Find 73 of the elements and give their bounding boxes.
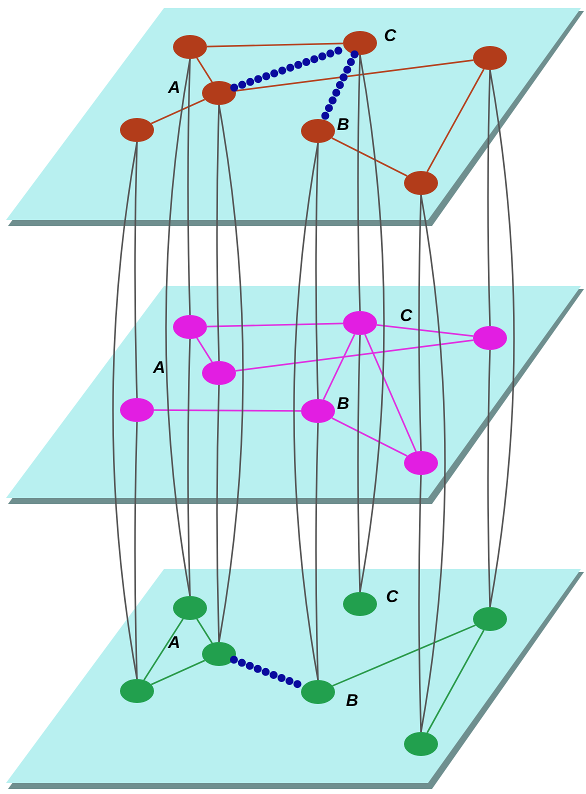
network-node xyxy=(301,399,335,423)
connector-line xyxy=(418,474,422,732)
network-node xyxy=(202,642,236,666)
connector-line xyxy=(426,68,485,172)
connector-line xyxy=(187,338,191,596)
network-node xyxy=(173,35,207,59)
network-node xyxy=(343,592,377,616)
node-label: B xyxy=(337,116,350,133)
connector-line xyxy=(322,334,356,400)
network-node xyxy=(404,451,438,475)
connector-line xyxy=(236,339,474,372)
node-label: A xyxy=(168,79,180,96)
connector-line xyxy=(376,324,474,337)
connector-line xyxy=(426,630,485,734)
network-node xyxy=(120,118,154,142)
node-label: C xyxy=(400,307,412,324)
connector-line xyxy=(487,70,491,326)
network-node xyxy=(343,31,377,55)
connector-line xyxy=(196,618,213,644)
connector-line xyxy=(364,334,417,452)
connector-line xyxy=(332,624,476,687)
connector-line xyxy=(236,59,474,92)
network-node xyxy=(301,680,335,704)
connector-line xyxy=(151,660,205,686)
connector-line xyxy=(331,137,408,177)
network-node xyxy=(173,596,207,620)
network-node xyxy=(473,46,507,70)
connector-line xyxy=(196,338,213,362)
connector-line xyxy=(487,350,491,608)
connector-line xyxy=(315,142,319,400)
node-label: C xyxy=(384,27,396,44)
layer-plane xyxy=(6,286,586,504)
network-node xyxy=(473,607,507,631)
network-node xyxy=(301,119,335,143)
connector-line xyxy=(154,409,301,412)
layer-plane xyxy=(6,569,586,789)
connector-line xyxy=(151,98,205,124)
connector-line xyxy=(196,58,213,82)
node-label: B xyxy=(337,395,350,412)
connector-line xyxy=(357,54,361,312)
node-label: C xyxy=(386,588,398,605)
connector-line xyxy=(315,422,319,680)
connector-line xyxy=(165,58,191,596)
connector-line xyxy=(216,384,220,642)
connector-line xyxy=(359,54,385,592)
node-label: B xyxy=(346,692,358,709)
network-node xyxy=(120,398,154,422)
network-node xyxy=(120,679,154,703)
network-node xyxy=(343,311,377,335)
connector-line xyxy=(420,194,446,732)
network-node xyxy=(473,326,507,350)
node-label: A xyxy=(153,359,166,376)
connector-line xyxy=(489,70,515,608)
network-node xyxy=(202,81,236,105)
node-label: A xyxy=(168,634,180,651)
connector-line xyxy=(331,417,408,457)
connector-line xyxy=(134,422,138,680)
connector-line xyxy=(218,104,244,642)
connector-line xyxy=(206,322,344,328)
network-node xyxy=(404,732,438,756)
connector-line xyxy=(134,142,138,398)
network-node xyxy=(404,171,438,195)
connector-line xyxy=(187,58,191,316)
connector-line xyxy=(143,618,184,680)
connector-line xyxy=(112,142,138,680)
connector-line xyxy=(293,142,319,680)
network-node xyxy=(173,315,207,339)
connector-line xyxy=(206,42,344,48)
layer-plane xyxy=(6,8,586,226)
connector-line xyxy=(418,194,422,452)
network-node xyxy=(202,361,236,385)
connector-line xyxy=(357,334,361,592)
connector-line xyxy=(216,104,220,362)
